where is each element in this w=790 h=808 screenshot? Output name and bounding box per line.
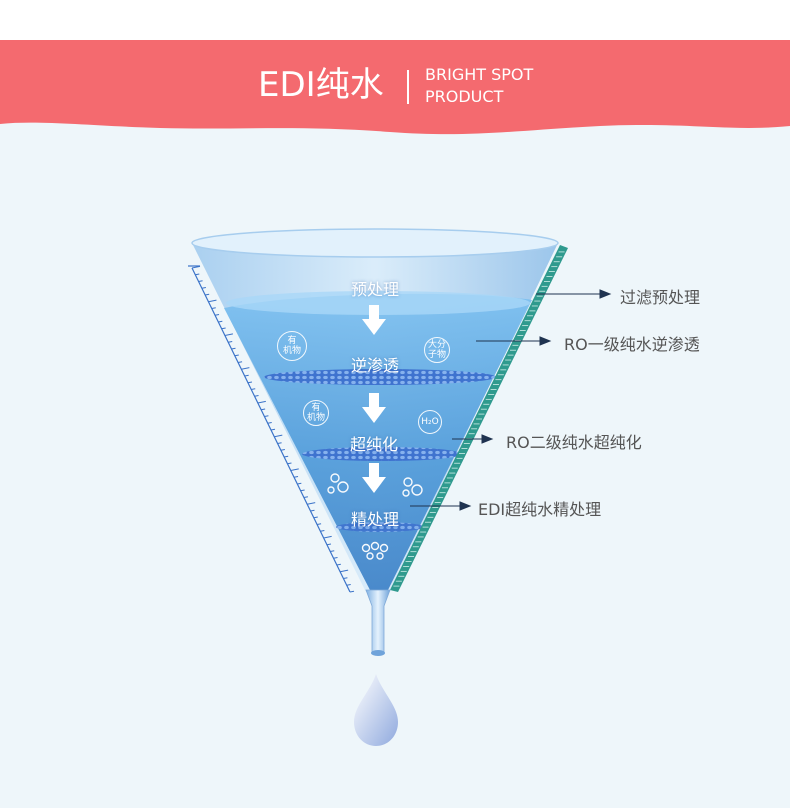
- funnel-rim: [191, 228, 559, 258]
- ruler-tick: [326, 543, 332, 546]
- ruler-tick: [280, 448, 285, 451]
- ruler-tick: [277, 442, 282, 444]
- ruler-tick: [221, 327, 226, 330]
- arrow-down-icon: [362, 305, 386, 493]
- nozzle-tip: [371, 650, 385, 656]
- ruler-tick: [274, 434, 283, 438]
- ruler-tick: [293, 475, 299, 478]
- ruler-tick: [224, 333, 234, 336]
- ruler-tick: [234, 354, 239, 357]
- title-divider: [407, 70, 409, 104]
- ruler-tick: [237, 361, 243, 363]
- membrane-ro2: [302, 447, 462, 461]
- water-molecule-badge: H₂O: [418, 410, 442, 434]
- water-body: [224, 293, 532, 590]
- stage-label-polishing: 精处理: [350, 510, 400, 529]
- ruler-tick: [340, 569, 349, 573]
- ruler-tick: [323, 535, 332, 539]
- callout-ro2: RO二级纯水超纯化: [506, 433, 642, 452]
- stage-label-ultrapure: 超纯化: [349, 435, 399, 454]
- ruler-tick: [333, 556, 338, 559]
- ruler-tick: [228, 340, 233, 343]
- ruler-tick: [208, 299, 217, 303]
- ruler-tick: [310, 509, 315, 512]
- ruler-tick: [316, 523, 322, 525]
- ruler-tick: [346, 583, 351, 586]
- left-scale-ticks: [191, 265, 355, 593]
- ruler-tick: [211, 307, 216, 309]
- ruler-tick: [205, 293, 210, 296]
- ruler-tick: [284, 455, 289, 458]
- ruler-tick: [264, 415, 269, 417]
- ruler-tick: [290, 468, 299, 471]
- membrane-ro1: [264, 369, 496, 385]
- ruler-tick: [300, 489, 305, 492]
- organic-matter-badge-2: 有 机物: [303, 400, 329, 426]
- ruler-tick: [247, 381, 253, 384]
- ruler-tick: [201, 286, 206, 289]
- ruler-tick: [287, 462, 292, 465]
- stage-label-reverse-osmosis: 逆渗透: [350, 356, 400, 375]
- water-surface: [226, 291, 530, 315]
- callout-ro1: RO一级纯水逆渗透: [564, 335, 700, 354]
- large-molecule-badge: 大分 子物: [424, 337, 450, 363]
- ruler-tick: [270, 428, 276, 431]
- ruler-tick: [198, 280, 203, 282]
- ruler-tick: [320, 529, 325, 532]
- ruler-tick: [336, 563, 341, 566]
- organic-matter-badge: 有 机物: [277, 331, 307, 361]
- ruler-tick: [195, 273, 200, 276]
- ruler-tick: [313, 516, 318, 519]
- water-drop-icon: [354, 674, 398, 746]
- right-scale-bar: [390, 245, 568, 592]
- ruler-tick: [244, 374, 249, 377]
- funnel-nozzle: [365, 589, 391, 653]
- right-scale-ticks: [393, 251, 565, 587]
- ruler-tick: [349, 590, 355, 593]
- callout-lines: [410, 289, 612, 511]
- header-banner: [0, 40, 790, 135]
- ruler-tick: [218, 320, 223, 323]
- ruler-tick: [254, 394, 259, 397]
- subtitle-line-1: BRIGHT SPOT: [425, 65, 534, 84]
- bubbles-icon: [327, 473, 423, 560]
- ruler-tick: [214, 313, 220, 316]
- page-title: EDI纯水: [258, 65, 384, 105]
- ruler-tick: [257, 400, 266, 404]
- ruler-tick: [330, 550, 335, 552]
- callout-edi: EDI超纯水精处理: [478, 500, 602, 519]
- top-white-strip: [0, 0, 790, 44]
- ruler-tick: [303, 496, 309, 498]
- ruler-tick: [231, 347, 236, 350]
- ruler-tick: [261, 408, 266, 411]
- ruler-tick: [241, 367, 250, 370]
- membrane-edi: [336, 522, 424, 532]
- ruler-tick: [343, 577, 348, 579]
- callout-pretreat: 过滤预处理: [620, 288, 701, 307]
- ruler-tick: [307, 502, 316, 505]
- title-subtitle: BRIGHT SPOT PRODUCT: [425, 64, 533, 108]
- ruler-tick: [267, 421, 272, 424]
- ruler-tick: [297, 482, 302, 485]
- ruler-tick: [191, 265, 201, 269]
- subtitle-line-2: PRODUCT: [425, 87, 504, 106]
- stage-label-pretreat: 预处理: [350, 280, 400, 299]
- ruler-tick: [251, 388, 256, 390]
